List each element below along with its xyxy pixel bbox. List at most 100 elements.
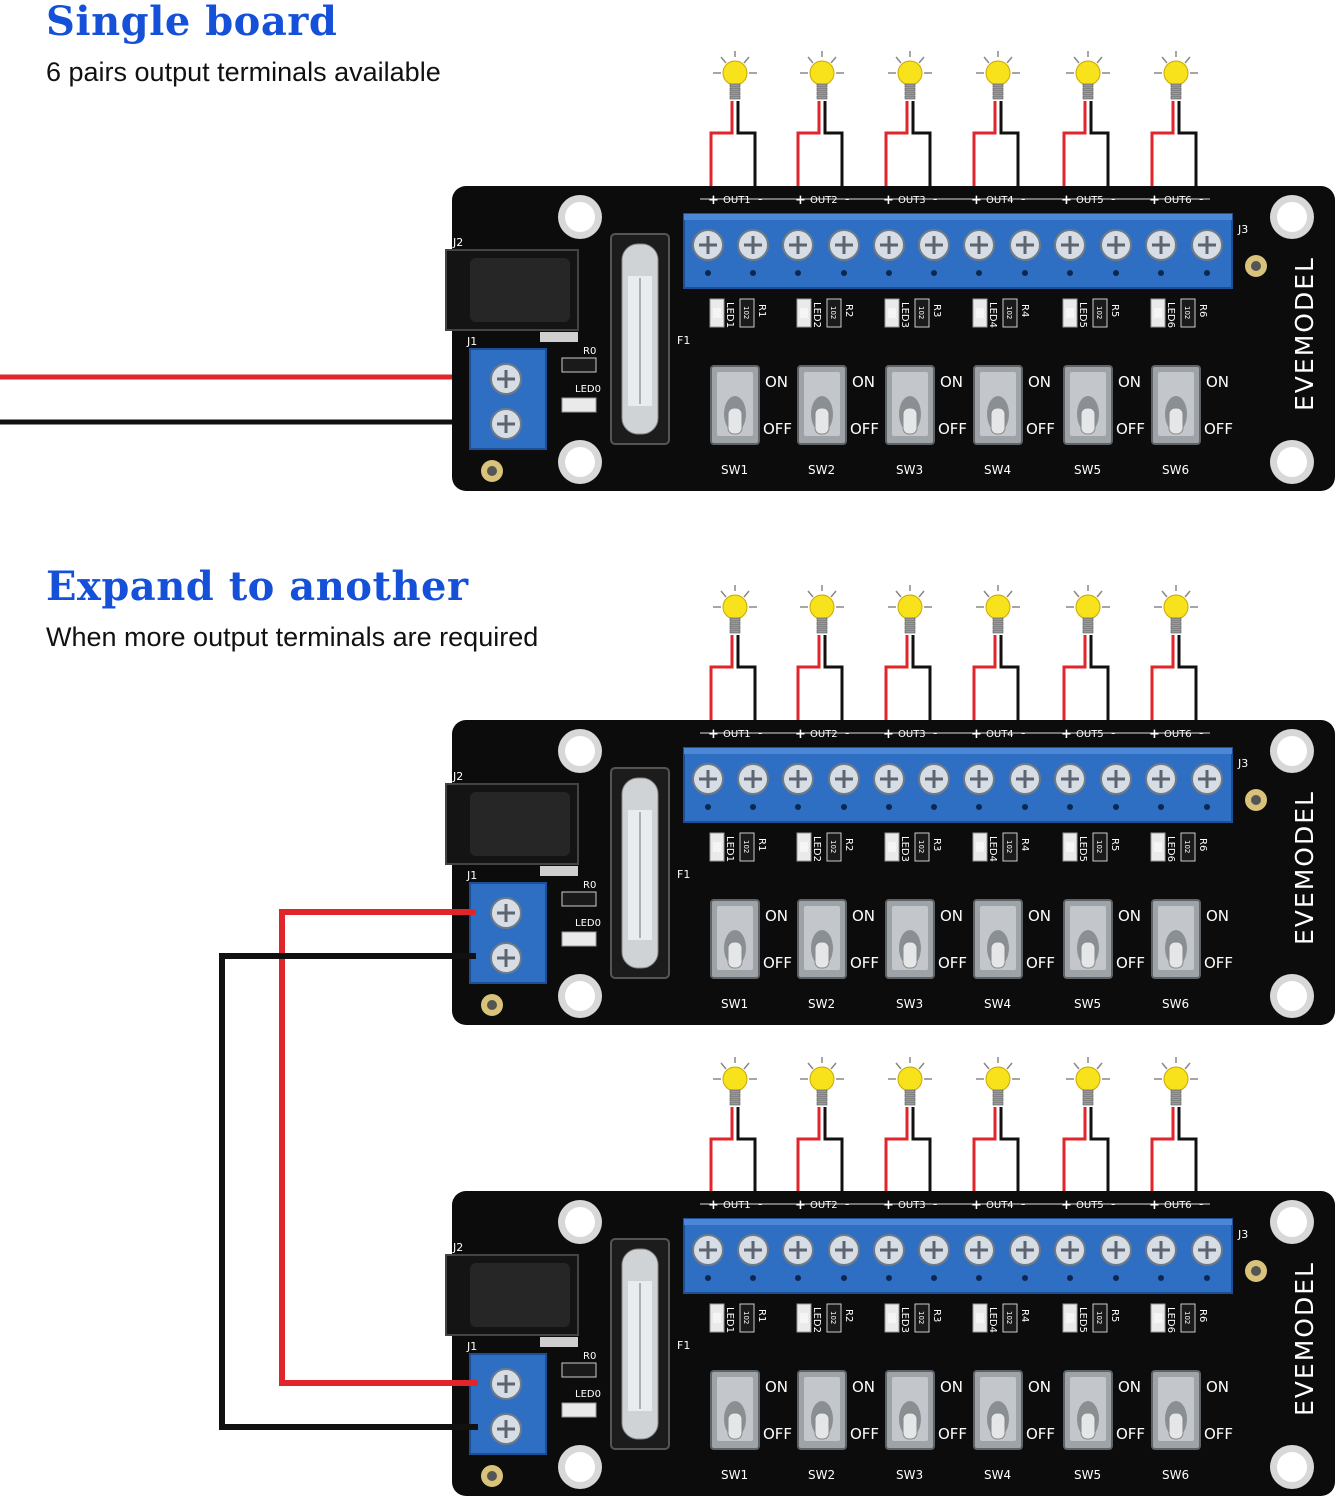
wire-negative-out6	[1177, 635, 1198, 742]
resistor-code: 102	[1005, 840, 1013, 853]
switch-label-1: SW1	[721, 997, 748, 1011]
toggle-lever	[1168, 407, 1184, 435]
out-minus-sign: -	[758, 1197, 762, 1211]
jumper-wire-positive	[279, 909, 478, 1386]
switch-off-label: OFF	[850, 420, 879, 438]
led-label-4: LED4	[987, 836, 998, 862]
switch-label-3: SW3	[896, 463, 923, 477]
switch-label-5: SW5	[1074, 997, 1101, 1011]
switch-off-label: OFF	[1116, 420, 1145, 438]
resistor-1	[739, 832, 755, 862]
bulb-3	[888, 585, 932, 634]
resistor-5	[1092, 298, 1108, 328]
switch-off-label: OFF	[938, 420, 967, 438]
toggle-lever	[902, 941, 918, 969]
switch-off-label: OFF	[1026, 954, 1055, 972]
output-label-5: OUT5	[1076, 1200, 1104, 1211]
wire-negative-out3	[911, 635, 932, 742]
switch-on-label: ON	[1206, 373, 1229, 391]
resistor-code: 102	[1005, 1311, 1013, 1324]
r0-label: R0	[583, 346, 596, 357]
switch-on-label: ON	[1118, 373, 1141, 391]
resistor-code: 102	[1183, 840, 1191, 853]
j1-label: J1	[466, 1340, 477, 1353]
switch-on-label: ON	[765, 1378, 788, 1396]
resistor-4	[1002, 832, 1018, 862]
wire-positive-out3	[884, 635, 909, 742]
bulb-glass	[985, 594, 1011, 620]
toggle-lever	[727, 407, 743, 435]
out-plus-sign: +	[708, 1198, 719, 1213]
wire-positive-out2	[796, 101, 821, 208]
wire-negative-out6	[1177, 1107, 1198, 1213]
toggle-lever	[727, 941, 743, 969]
led-label-3: LED3	[899, 836, 910, 862]
bulb-glass	[1163, 594, 1189, 620]
wire-negative-out3	[911, 1107, 932, 1213]
out-plus-sign: +	[883, 727, 894, 742]
switch-on-label: ON	[1206, 907, 1229, 925]
toggle-lever	[1168, 941, 1184, 969]
wire-negative-out1	[736, 101, 757, 208]
bulb-3	[888, 51, 932, 100]
j2-label: J2	[452, 1241, 463, 1254]
output-label-5: OUT5	[1076, 195, 1104, 206]
resistor-code: 102	[917, 1311, 925, 1324]
out-minus-sign: -	[1021, 726, 1025, 740]
out-minus-sign: -	[845, 192, 849, 206]
bulb-glass	[1075, 60, 1101, 86]
expand-board-a-group: +OUT1-+OUT2-+OUT3-+OUT4-+OUT5-+OUT6-J3LE…	[445, 585, 1335, 1025]
toggle-lever	[727, 1412, 743, 1440]
output-terminal-block	[683, 213, 1233, 289]
fuse-label: F1	[677, 334, 690, 347]
resistor-label-5: R5	[1109, 1309, 1120, 1322]
led-label-5: LED5	[1077, 1307, 1088, 1333]
led-label-1: LED1	[724, 302, 735, 328]
switch-off-label: OFF	[850, 1425, 879, 1443]
switch-label-6: SW6	[1162, 1468, 1189, 1482]
switch-off-label: OFF	[763, 420, 792, 438]
switch-on-label: ON	[852, 373, 875, 391]
led-label-6: LED6	[1165, 302, 1176, 328]
wire-positive-out6	[1150, 1107, 1175, 1213]
switch-label-4: SW4	[984, 1468, 1011, 1482]
wire-negative-out1	[736, 635, 757, 742]
wire-positive-out1	[709, 635, 734, 742]
r0-label: R0	[583, 1351, 596, 1362]
resistor-label-4: R4	[1019, 1309, 1030, 1322]
single-board-title: Single board	[46, 0, 338, 45]
wire-positive-out1	[709, 1107, 734, 1213]
single-board-subtitle: 6 pairs output terminals available	[46, 57, 441, 87]
out-minus-sign: -	[758, 726, 762, 740]
out-plus-sign: +	[1149, 1198, 1160, 1213]
wire-negative-out2	[823, 635, 844, 742]
bulb-5	[1066, 1057, 1110, 1106]
resistor-label-1: R1	[756, 838, 767, 851]
switch-label-2: SW2	[808, 1468, 835, 1482]
j3-label: J3	[1237, 223, 1248, 236]
bulb-6	[1154, 585, 1198, 634]
switch-label-3: SW3	[896, 997, 923, 1011]
resistor-label-6: R6	[1197, 304, 1208, 317]
out-plus-sign: +	[1149, 727, 1160, 742]
resistor-4	[1002, 298, 1018, 328]
bulb-3	[888, 1057, 932, 1106]
switch-off-label: OFF	[1026, 420, 1055, 438]
output-terminal-block	[683, 747, 1233, 823]
resistor-code: 102	[742, 1311, 750, 1324]
out-plus-sign: +	[971, 727, 982, 742]
toggle-lever	[1168, 1412, 1184, 1440]
resistor-2	[826, 832, 842, 862]
out-plus-sign: +	[883, 1198, 894, 1213]
output-label-3: OUT3	[898, 1200, 926, 1211]
out-plus-sign: +	[1149, 193, 1160, 208]
bulb-6	[1154, 1057, 1198, 1106]
out-plus-sign: +	[971, 1198, 982, 1213]
led-label-2: LED2	[811, 836, 822, 862]
output-terminal-block	[683, 1218, 1233, 1294]
output-label-2: OUT2	[810, 729, 838, 740]
expand-board-b-group: +OUT1-+OUT2-+OUT3-+OUT4-+OUT5-+OUT6-J3LE…	[445, 1057, 1335, 1496]
out-minus-sign: -	[1199, 726, 1203, 740]
output-label-5: OUT5	[1076, 729, 1104, 740]
wire-positive-out6	[1150, 101, 1175, 208]
